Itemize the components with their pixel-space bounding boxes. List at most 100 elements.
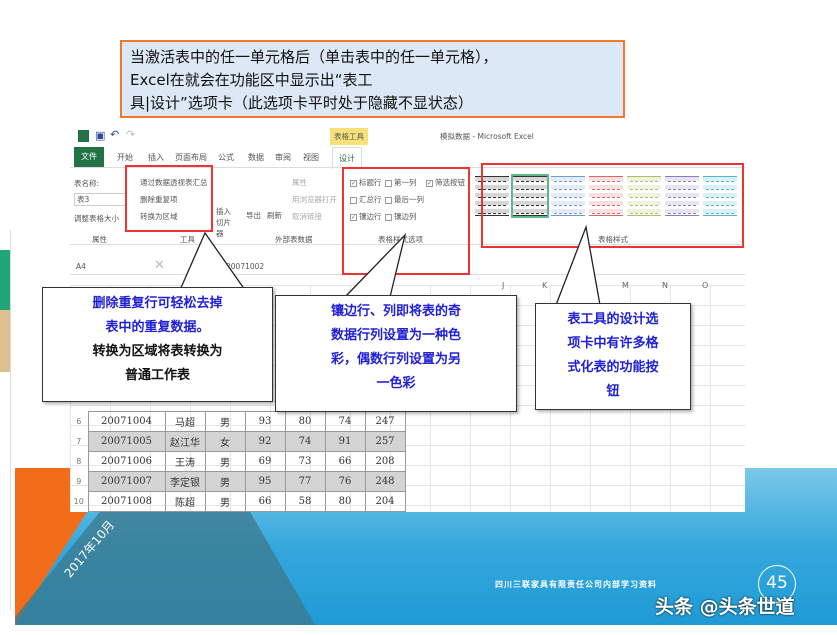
table-style-swatch[interactable] bbox=[589, 176, 623, 216]
checkbox-first-column[interactable]: 第一列 bbox=[385, 177, 417, 188]
tab-data[interactable]: 数据 bbox=[248, 153, 264, 162]
checkbox-last-column[interactable]: 最后一列 bbox=[385, 194, 424, 205]
callout-line: 项卡中有许多格 bbox=[567, 336, 659, 351]
properties-button[interactable]: 属性 bbox=[292, 178, 307, 187]
cancel-icon[interactable]: ✕ bbox=[154, 258, 165, 273]
table-cell[interactable]: 王涛 bbox=[164, 451, 206, 472]
check-icon: ✓ bbox=[350, 213, 357, 221]
table-style-swatch[interactable] bbox=[551, 176, 585, 216]
checkbox-total-row[interactable]: 汇总行 bbox=[350, 194, 382, 205]
table-cell[interactable]: 208 bbox=[364, 451, 406, 472]
table-cell[interactable]: 20071008 bbox=[87, 491, 166, 512]
table-cell[interactable]: 80 bbox=[324, 491, 366, 512]
table-cell[interactable]: 66 bbox=[324, 451, 366, 472]
table-cell[interactable]: 257 bbox=[364, 431, 406, 452]
column-header[interactable]: J bbox=[502, 281, 505, 290]
org-text: 四川三联家具有限责任公司内部学习资料 bbox=[495, 580, 657, 589]
tab-insert[interactable]: 插入 bbox=[148, 153, 164, 162]
table-cell[interactable]: 66 bbox=[244, 491, 286, 512]
table-cell[interactable]: 20071007 bbox=[87, 471, 166, 492]
table-cell[interactable]: 77 bbox=[284, 471, 326, 492]
table-cell[interactable]: 92 bbox=[244, 431, 286, 452]
style-line bbox=[668, 205, 696, 206]
tab-review[interactable]: 审阅 bbox=[275, 153, 291, 162]
checkbox-header-row[interactable]: ✓标题行 bbox=[350, 178, 382, 187]
highlight-style-options bbox=[342, 167, 470, 275]
style-line bbox=[592, 213, 620, 214]
table-cell[interactable]: 男 bbox=[204, 411, 246, 432]
refresh-button[interactable]: 刷新 bbox=[267, 211, 282, 220]
table-style-swatch[interactable] bbox=[703, 176, 737, 216]
save-icon[interactable]: ▣ bbox=[95, 129, 106, 142]
table-cell[interactable]: 80 bbox=[284, 411, 326, 432]
column-header[interactable]: N bbox=[662, 281, 668, 290]
tab-file[interactable]: 文件 bbox=[74, 147, 104, 167]
table-cell[interactable]: 马超 bbox=[164, 411, 206, 432]
table-cell[interactable]: 李定银 bbox=[164, 471, 206, 492]
highlight-tools bbox=[125, 165, 213, 232]
tab-view[interactable]: 视图 bbox=[303, 153, 319, 162]
column-header[interactable]: L bbox=[582, 281, 587, 290]
tab-design[interactable]: 设计 bbox=[332, 147, 362, 169]
table-cell[interactable]: 248 bbox=[364, 471, 406, 492]
tab-home[interactable]: 开始 bbox=[117, 153, 133, 162]
row-number[interactable]: 9 bbox=[76, 477, 82, 486]
table-cell[interactable]: 204 bbox=[364, 491, 406, 512]
table-style-swatch[interactable] bbox=[475, 176, 509, 216]
callout-line: 一色彩 bbox=[376, 376, 416, 391]
column-header[interactable]: M bbox=[622, 281, 629, 290]
table-cell[interactable]: 陈超 bbox=[164, 491, 206, 512]
table-cell[interactable]: 男 bbox=[204, 451, 246, 472]
table-cell[interactable]: 男 bbox=[204, 471, 246, 492]
formula-input[interactable]: 20071002 bbox=[226, 262, 265, 271]
table-cell[interactable]: 男 bbox=[204, 491, 246, 512]
callout-line: 表工具的设计选 bbox=[567, 312, 659, 327]
table-cell[interactable]: 95 bbox=[244, 471, 286, 492]
table-name-input[interactable]: 表3 bbox=[74, 193, 126, 206]
tab-formulas[interactable]: 公式 bbox=[218, 153, 234, 162]
table-style-swatch[interactable] bbox=[627, 176, 661, 216]
open-in-browser-button[interactable]: 用浏览器打开 bbox=[292, 195, 337, 204]
table-style-swatch[interactable] bbox=[665, 176, 699, 216]
column-header[interactable]: O bbox=[702, 281, 709, 290]
column-header[interactable]: K bbox=[542, 281, 548, 290]
table-cell[interactable]: 赵江华 bbox=[164, 431, 206, 452]
name-box[interactable]: A4 bbox=[76, 262, 86, 271]
table-cell[interactable]: 91 bbox=[324, 431, 366, 452]
table-cell[interactable]: 93 bbox=[244, 411, 286, 432]
checkbox-filter-button[interactable]: ✓筛选按钮 bbox=[426, 178, 465, 187]
undo-icon[interactable]: ↶ bbox=[110, 128, 120, 141]
watermark: 头条 @头条世道 bbox=[655, 596, 795, 618]
table-cell[interactable]: 74 bbox=[284, 431, 326, 452]
insert-slicer-button[interactable]: 插入切片器 bbox=[216, 207, 231, 238]
table-cell[interactable]: 女 bbox=[204, 431, 246, 452]
table-cell[interactable]: 69 bbox=[244, 451, 286, 472]
table-styles-gallery[interactable] bbox=[475, 174, 745, 218]
table-cell[interactable]: 58 bbox=[284, 491, 326, 512]
checkbox-banded-rows[interactable]: ✓镶边行 bbox=[350, 212, 382, 221]
table-cell[interactable]: 247 bbox=[364, 411, 406, 432]
remove-duplicates-button[interactable]: 删除重复项 bbox=[140, 195, 178, 204]
export-button[interactable]: 导出 bbox=[246, 211, 261, 220]
row-number[interactable]: 7 bbox=[76, 437, 82, 446]
summarize-pivot-button[interactable]: 通过数据透视表汇总 bbox=[140, 178, 208, 187]
table-cell[interactable]: 74 bbox=[324, 411, 366, 432]
table-cell[interactable]: 20071005 bbox=[87, 431, 166, 452]
row-number[interactable]: 10 bbox=[73, 497, 84, 506]
table-style-swatch[interactable] bbox=[511, 174, 549, 218]
style-line bbox=[668, 213, 696, 214]
checkbox-banded-columns[interactable]: 镶边列 bbox=[385, 211, 417, 222]
style-line bbox=[516, 213, 544, 214]
table-cell[interactable]: 20071004 bbox=[87, 411, 166, 432]
table-cell[interactable]: 20071006 bbox=[87, 451, 166, 472]
row-number[interactable]: 8 bbox=[76, 457, 82, 466]
table-cell[interactable]: 76 bbox=[324, 471, 366, 492]
table-cell[interactable]: 73 bbox=[284, 451, 326, 472]
convert-to-range-button[interactable]: 转换为区域 bbox=[140, 212, 178, 221]
unlink-button[interactable]: 取消链接 bbox=[292, 212, 322, 221]
tab-page-layout[interactable]: 页面布局 bbox=[175, 153, 207, 162]
redo-icon[interactable]: ↷ bbox=[126, 128, 136, 141]
style-line bbox=[592, 197, 620, 198]
resize-table-button[interactable]: 调整表格大小 bbox=[74, 214, 119, 223]
row-number[interactable]: 6 bbox=[76, 417, 82, 426]
